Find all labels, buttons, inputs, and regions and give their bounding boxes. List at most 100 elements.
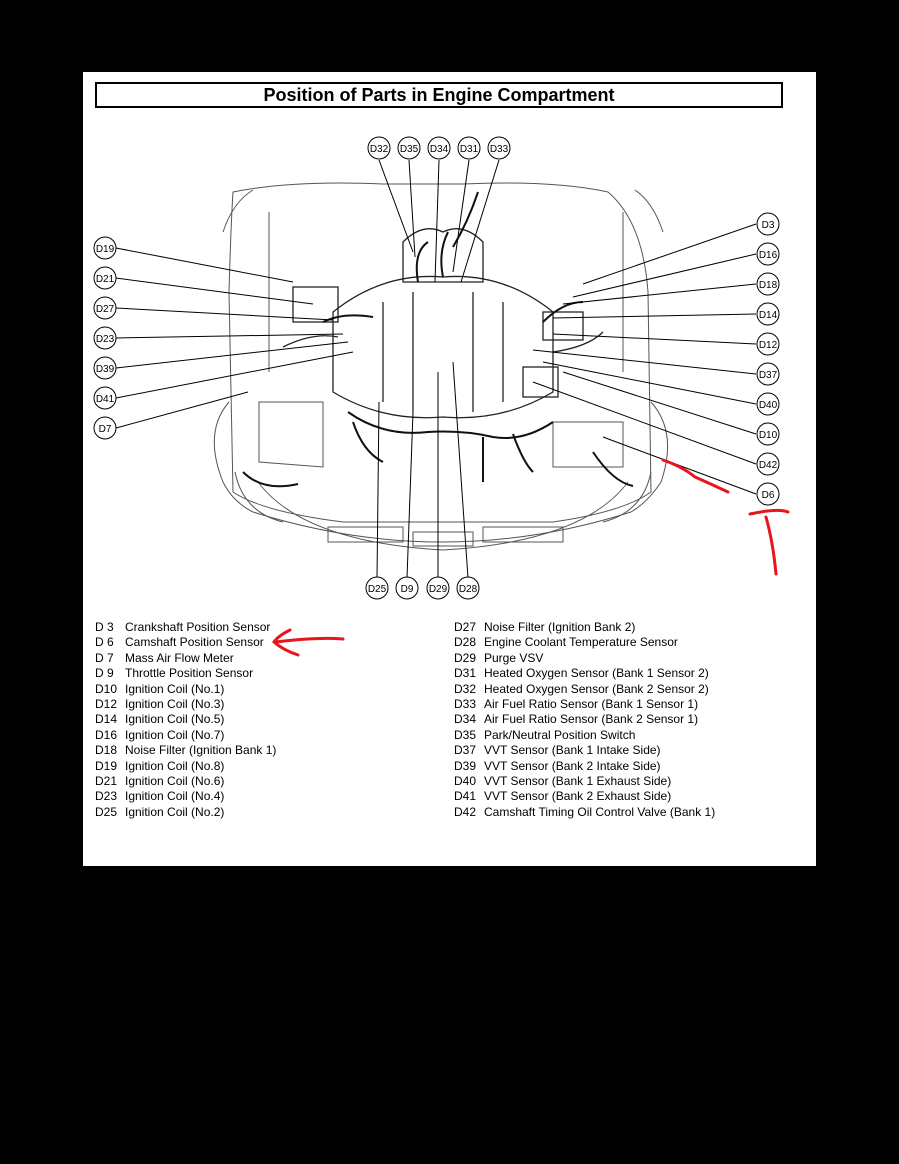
callout-label: D21 [96,274,115,285]
callout-label: D41 [96,394,115,405]
legend-code: D39 [454,758,477,773]
legend-part-name: Noise Filter (Ignition Bank 2) [484,620,636,634]
legend-code: D41 [454,789,477,804]
callout-D35: D35 [397,136,421,160]
legend-part-name: Heated Oxygen Sensor (Bank 1 Sensor 2) [484,666,709,681]
legend-part-name: VVT Sensor (Bank 2 Intake Side) [484,758,661,773]
callouts-left: D19 D21 D27 D23 D39 D41 D7 [93,236,117,440]
callout-label: D19 [96,244,115,255]
diagram-sheet: Position of Parts in Engine Compartment [83,72,816,866]
legend-code: D40 [454,774,477,789]
callout-D14: D14 [756,302,780,326]
callout-label: D34 [430,144,449,155]
legend-part-name: VVT Sensor (Bank 1 Exhaust Side) [484,774,672,789]
callout-label: D31 [460,144,479,155]
legend-item: D42 Camshaft Timing Oil Control Valve (Ba… [454,805,715,820]
legend-part-name: Throttle Position Sensor [125,666,254,681]
engine-diagram: D32 D35 D34 D31 D33 D19 D21 D27 D23 D39 … [93,136,790,600]
callout-label: D10 [759,430,778,441]
callout-D27: D27 [93,296,117,320]
legend-code: D21 [95,774,118,789]
legend-code: D42 [454,804,477,819]
legend-item: D21 Ignition Coil (No.6) [95,774,276,789]
callout-D12: D12 [756,332,780,356]
callout-label: D9 [401,584,414,595]
legend-code: D10 [95,681,118,696]
callout-D32: D32 [367,136,391,160]
leader-lines [115,159,757,579]
legend-part-name: Air Fuel Ratio Sensor (Bank 2 Sensor 1) [484,712,699,727]
legend-code: D37 [454,743,477,758]
legend-part-name: Ignition Coil (No.4) [125,789,225,804]
legend-part-name: Ignition Coil (No.1) [125,681,225,696]
callout-label: D37 [759,370,778,381]
callout-label: D28 [459,584,478,595]
legend-code: D34 [454,712,477,727]
callout-D18: D18 [756,272,780,296]
callout-D34: D34 [427,136,451,160]
red-annotations [661,458,790,576]
callout-D25: D25 [365,576,389,600]
legend-part-name: Engine Coolant Temperature Sensor [484,635,678,650]
legend-part-name: Ignition Coil (No.7) [125,727,225,742]
red-scribble-line [661,458,730,494]
callout-D37: D37 [756,362,780,386]
callout-label: D27 [96,304,115,315]
legend-code: D27 [454,620,477,634]
legend-item: D34 Air Fuel Ratio Sensor (Bank 2 Sensor … [454,712,715,727]
callout-label: D6 [762,490,775,501]
legend-part-name: Ignition Coil (No.8) [125,758,225,773]
legend-part-name: Ignition Coil (No.3) [125,697,225,712]
callout-D10: D10 [756,422,780,446]
callout-label: D14 [759,310,778,321]
legend-part-name: Crankshaft Position Sensor [125,620,271,634]
vehicle-outline [213,182,669,551]
legend-code: D33 [454,697,477,712]
legend-code: D29 [454,650,477,665]
legend-part-name: Purge VSV [484,650,544,665]
legend-part-name: Park/Neutral Position Switch [484,727,636,742]
legend-part-name: Ignition Coil (No.6) [125,774,225,789]
legend-code: D19 [95,758,118,773]
legend-item: D14 Ignition Coil (No.5) [95,712,276,727]
legend-part-name: Camshaft Position Sensor [125,635,264,650]
legend-item: D33 Air Fuel Ratio Sensor (Bank 1 Sensor … [454,697,715,712]
legend-item: D27 Noise Filter (Ignition Bank 2) [454,620,715,635]
callout-label: D3 [762,220,775,231]
legend-code: D14 [95,712,118,727]
callout-label: D33 [490,144,509,155]
callout-D6: D6 [756,482,780,506]
callout-label: D7 [99,424,112,435]
callout-D42: D42 [756,452,780,476]
legend-part-name: Ignition Coil (No.5) [125,712,225,727]
legend-item: D32 Heated Oxygen Sensor (Bank 2 Sensor 2… [454,682,715,697]
callout-D28: D28 [456,576,480,600]
legend-item: D10 Ignition Coil (No.1) [95,682,276,697]
legend-code: D32 [454,681,477,696]
callout-label: D32 [370,144,389,155]
legend-part-name: VVT Sensor (Bank 2 Exhaust Side) [484,789,672,804]
legend-part-name: Camshaft Timing Oil Control Valve (Bank … [484,804,716,819]
callout-label: D40 [759,400,778,411]
legend-item: D19 Ignition Coil (No.8) [95,759,276,774]
legend-part-name: Ignition Coil (No.2) [125,804,225,819]
callout-D9: D9 [395,576,419,600]
callouts-right: D3 D16 D18 D14 D12 D37 D40 D10 D42 D6 [756,212,780,506]
legend-part-name: Air Fuel Ratio Sensor (Bank 1 Sensor 1) [484,697,699,712]
legend-item: D41 VVT Sensor (Bank 2 Exhaust Side) [454,789,715,804]
legend-part-name: Heated Oxygen Sensor (Bank 2 Sensor 2) [484,681,709,696]
legend-code: D16 [95,727,118,742]
diagram-title: Position of Parts in Engine Compartment [95,82,783,108]
callouts-bottom: D25 D9 D29 D28 [365,576,480,600]
legend-part-name: Noise Filter (Ignition Bank 1) [125,743,277,758]
callout-label: D23 [96,334,115,345]
callout-D16: D16 [756,242,780,266]
